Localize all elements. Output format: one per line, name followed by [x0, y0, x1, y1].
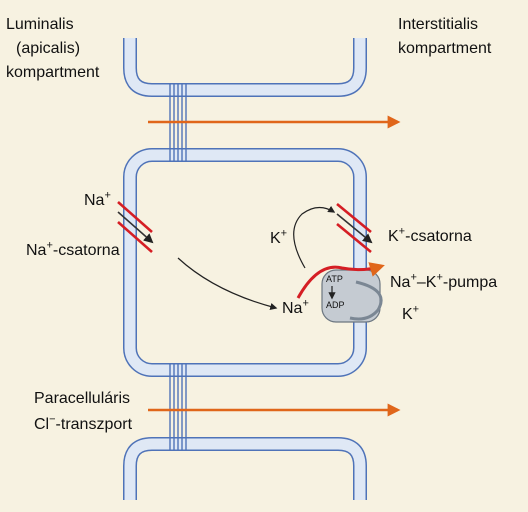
tight-junction-bottom — [169, 364, 187, 450]
na-channel-label: Na+-csatorna — [26, 239, 120, 259]
na-diffusion-arrow — [177, 257, 278, 311]
luminal-label-line1: Luminalis — [6, 16, 74, 33]
lower-cell-membrane — [123, 437, 367, 500]
atp-label: ATP — [326, 274, 343, 284]
k-channel-label: K+-csatorna — [388, 225, 472, 245]
na-channel — [117, 201, 154, 253]
na-inside-label: Na+ — [282, 297, 309, 317]
luminal-label-line2: (apicalis) — [16, 40, 81, 57]
paracellular-label-line2: Cl−-transzport — [34, 413, 133, 433]
na-k-pump — [296, 262, 385, 323]
k-outside-label: K+ — [402, 303, 420, 323]
k-channel — [336, 202, 373, 254]
k-inside-label: K+ — [270, 227, 288, 247]
paracellular-label-line1: Paracelluláris — [34, 390, 131, 407]
upper-cell-membrane — [123, 38, 367, 97]
adp-label: ADP — [326, 300, 345, 310]
middle-cell-membrane — [123, 148, 367, 377]
interstitial-label-line1: Interstitialis — [398, 16, 479, 33]
na-k-pump-label: Na+–K+-pumpa — [390, 271, 498, 291]
na-ion-label: Na+ — [84, 189, 111, 209]
luminal-label-line3: kompartment — [6, 64, 100, 81]
k-recycle-arrow — [293, 205, 336, 269]
interstitial-label-line2: kompartment — [398, 40, 492, 57]
